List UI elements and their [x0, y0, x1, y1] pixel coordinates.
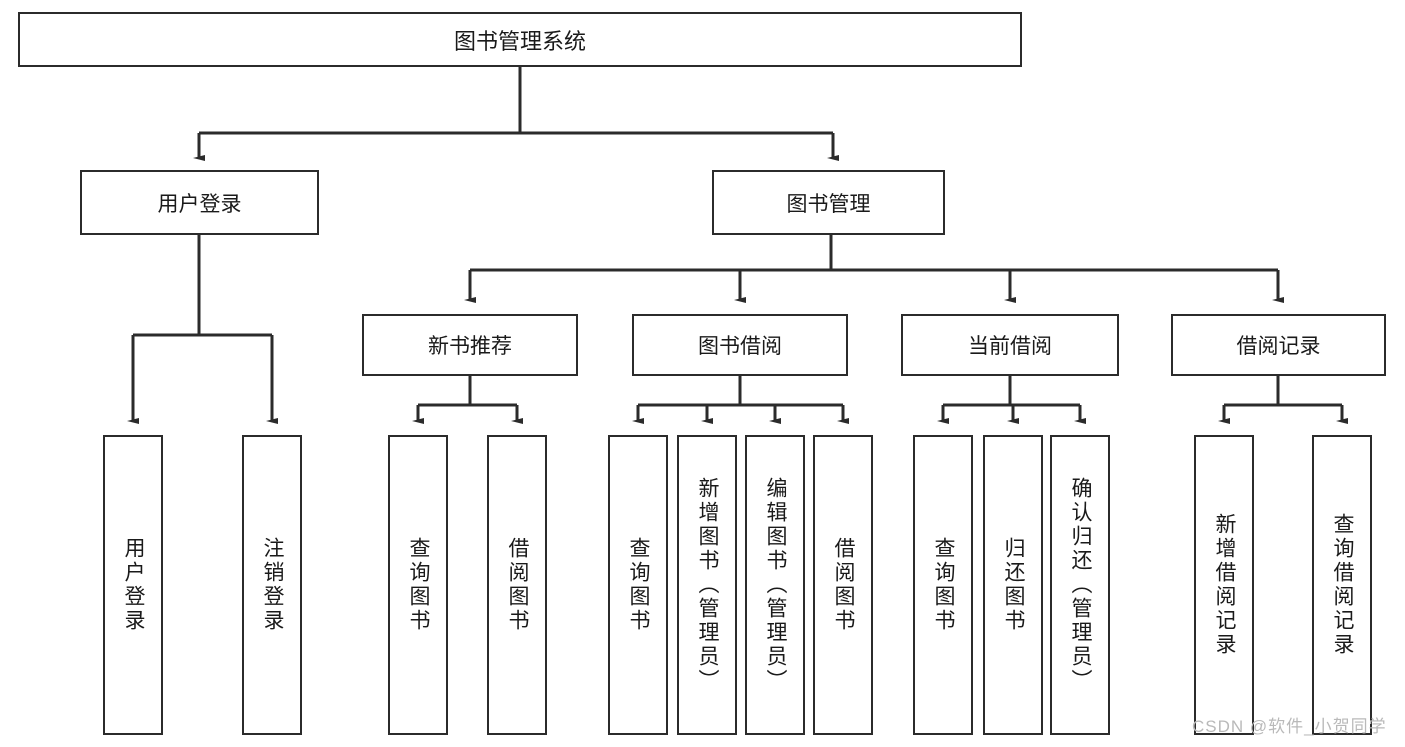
leaf-user-login-login[interactable]: 用户登录	[103, 435, 163, 735]
leaf-borrow-edit-book[interactable]: 编辑图书（管理员）	[745, 435, 805, 735]
leaf-new-book-borrow[interactable]: 借阅图书	[487, 435, 547, 735]
leaf-new-book-query[interactable]: 查询图书	[388, 435, 448, 735]
node-user-login[interactable]: 用户登录	[80, 170, 319, 235]
leaf-borrow-borrow-book[interactable]: 借阅图书	[813, 435, 873, 735]
leaf-record-add[interactable]: 新增借阅记录	[1194, 435, 1254, 735]
leaf-borrow-add-book[interactable]: 新增图书（管理员）	[677, 435, 737, 735]
node-book-borrow[interactable]: 图书借阅	[632, 314, 848, 376]
leaf-current-query-book[interactable]: 查询图书	[913, 435, 973, 735]
leaf-borrow-query-book[interactable]: 查询图书	[608, 435, 668, 735]
node-new-book-recommend[interactable]: 新书推荐	[362, 314, 578, 376]
node-borrow-record[interactable]: 借阅记录	[1171, 314, 1386, 376]
leaf-current-return-book[interactable]: 归还图书	[983, 435, 1043, 735]
watermark: CSDN @软件_小贺同学	[1192, 717, 1387, 736]
node-book-management[interactable]: 图书管理	[712, 170, 945, 235]
leaf-current-confirm-return[interactable]: 确认归还（管理员）	[1050, 435, 1110, 735]
node-current-borrow[interactable]: 当前借阅	[901, 314, 1119, 376]
leaf-record-query[interactable]: 查询借阅记录	[1312, 435, 1372, 735]
node-root[interactable]: 图书管理系统	[18, 12, 1022, 67]
leaf-user-login-logout[interactable]: 注销登录	[242, 435, 302, 735]
